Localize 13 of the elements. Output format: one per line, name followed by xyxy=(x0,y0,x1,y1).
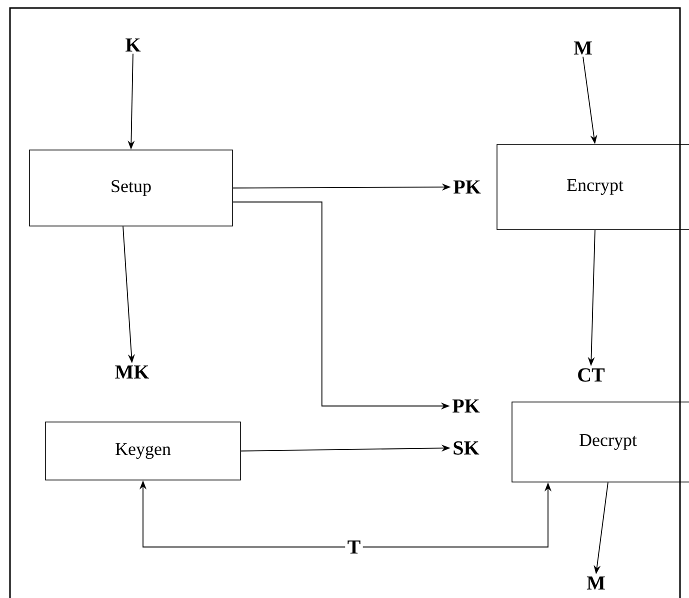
variable-label: K xyxy=(126,38,141,52)
variable-label: MK xyxy=(115,365,150,379)
process-box: Decrypt xyxy=(512,402,689,482)
variable-label: M xyxy=(574,41,592,55)
process-box: Setup xyxy=(29,150,233,226)
process-box: Keygen xyxy=(45,422,241,480)
process-box: Encrypt xyxy=(496,144,689,230)
variable-label: T xyxy=(348,540,360,554)
variable-label: CT xyxy=(578,368,605,382)
variable-label: SK xyxy=(454,441,480,455)
variable-label: PK xyxy=(453,180,481,194)
variable-label: PK xyxy=(452,399,480,413)
variable-label: M xyxy=(586,576,605,590)
